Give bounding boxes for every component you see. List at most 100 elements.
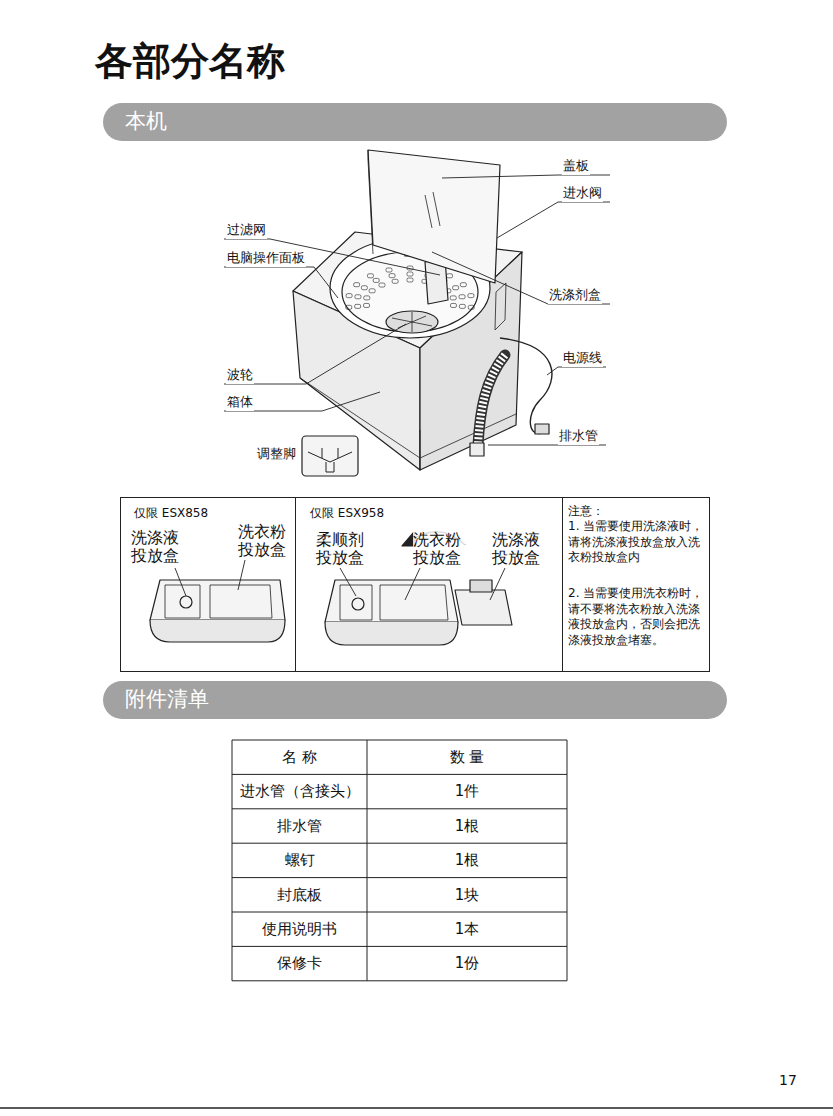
dispenser-compartments-958 xyxy=(340,585,448,620)
tub-hole xyxy=(407,278,413,282)
liquid-box-cap xyxy=(470,580,492,592)
table-cell: 螺钉 xyxy=(232,843,367,877)
section-band: 附件清单 xyxy=(103,681,727,719)
table-cell: 封底板 xyxy=(232,878,367,912)
tub-hole xyxy=(346,305,352,309)
drain-hose xyxy=(478,355,505,445)
foot-inset xyxy=(302,436,358,476)
model-panel: 注意：1. 当需要使用洗涤液时，请将洗涤液投放盒放入洗衣粉投放盒内 2. 当需要使… xyxy=(562,497,710,672)
panel-heading: 注意： xyxy=(568,504,604,520)
cap xyxy=(180,596,192,608)
section-heading: 本机 xyxy=(125,109,167,133)
table-row-line xyxy=(232,912,567,913)
tub-hole xyxy=(450,303,456,307)
tub-hole xyxy=(355,304,361,308)
tub-hole xyxy=(354,283,360,287)
panel-text: 1. 当需要使用洗涤液时，请将洗涤液投放盒放入洗衣粉投放盒内 xyxy=(568,519,704,566)
table-cell: 1根 xyxy=(367,809,567,843)
panel-text: 洗涤液 投放盒 xyxy=(492,531,544,568)
table-cell: 1本 xyxy=(367,912,567,946)
table-cell: 名 称 xyxy=(232,740,367,774)
tub-hole xyxy=(389,274,395,278)
adjust-foot xyxy=(308,448,352,472)
part-name: 箱体 xyxy=(226,393,254,411)
model-panel: 仅限 ESX858 洗涤液 投放盒 洗衣粉 投放盒 xyxy=(120,497,296,672)
part-name: 洗涤剂盒 xyxy=(548,286,602,304)
panel-text: 洗衣粉 投放盒 xyxy=(238,523,290,560)
callout-leaders-958 xyxy=(340,568,505,600)
table-cell: 1件 xyxy=(367,774,567,808)
tub-hole xyxy=(361,286,367,290)
tub-hole xyxy=(459,295,465,299)
table-border xyxy=(232,740,567,981)
model-panel: 仅限 ESX958 柔顺剂 投放盒 洗衣粉 投放盒洗涤液 投放盒 xyxy=(295,497,563,672)
dispenser-front-958 xyxy=(325,622,458,645)
dispenser-tray-958 xyxy=(325,580,458,622)
table-row-line xyxy=(232,843,567,844)
section-band: 本机 xyxy=(103,103,727,141)
panel-text: 2. 当需要使用洗衣粉时，请不要将洗衣粉放入洗涤液投放盒内，否则会把洗涤液投放盒… xyxy=(568,586,704,648)
cap xyxy=(352,598,364,610)
page-rule xyxy=(0,1107,833,1109)
table-row-line xyxy=(232,946,567,947)
tub-hole xyxy=(373,278,379,282)
tub-hole xyxy=(460,283,466,287)
table-cell: 1根 xyxy=(367,843,567,877)
panel-text: 洗涤液 投放盒 xyxy=(131,529,183,566)
part-name: 电脑操作面板 xyxy=(226,249,306,267)
tub-hole xyxy=(407,272,413,276)
page-number: 17 xyxy=(778,1072,798,1088)
part-name: 盖板 xyxy=(562,157,590,175)
panel-heading: 仅限 ESX958 xyxy=(310,506,384,522)
leader-lines xyxy=(224,175,610,445)
tub-hole xyxy=(355,295,361,299)
table-cell: 进水管（含接头） xyxy=(232,774,367,808)
part-name: 波轮 xyxy=(226,366,254,384)
tub-hole xyxy=(447,274,453,278)
tub-hole xyxy=(468,305,474,309)
foot-leader xyxy=(420,430,421,470)
table-cell: 1块 xyxy=(367,878,567,912)
handle-slot xyxy=(495,283,506,330)
tub-hole xyxy=(386,268,392,272)
table-cell: 排水管 xyxy=(232,809,367,843)
dispenser-compartments-858 xyxy=(165,585,272,618)
tub-hole xyxy=(453,286,459,290)
lid-edge xyxy=(368,150,373,254)
tub-hole xyxy=(450,296,456,300)
table-cell: 数 量 xyxy=(367,740,567,774)
table-row-line xyxy=(232,808,567,809)
drain-hose-ribs xyxy=(478,355,505,445)
tub-hole xyxy=(379,283,385,287)
part-name: 进水阀 xyxy=(562,184,603,202)
table-row-line xyxy=(232,877,567,878)
part-name: 电源线 xyxy=(562,349,603,367)
tub-hole xyxy=(367,274,373,278)
tub-hole xyxy=(459,304,465,308)
panel-text: 柔顺剂 投放盒 xyxy=(316,531,368,568)
dispenser-front-858 xyxy=(150,620,285,642)
hose-end xyxy=(470,443,484,456)
callout-leaders-858 xyxy=(175,560,245,596)
impeller xyxy=(386,311,438,333)
table-cell: 1份 xyxy=(367,946,567,980)
tub-hole xyxy=(364,303,370,307)
tub-hole xyxy=(346,294,352,298)
table-row-line xyxy=(232,774,567,775)
part-name: 过滤网 xyxy=(226,221,267,239)
tub-hole xyxy=(369,289,375,293)
lid-glare xyxy=(425,192,440,228)
part-name: 排水管 xyxy=(558,427,599,445)
part-name: 调整脚 xyxy=(256,445,297,463)
tub-hole xyxy=(364,296,370,300)
dispenser-tray-858 xyxy=(150,580,285,620)
table-cell: 保修卡 xyxy=(232,946,367,980)
section-heading: 附件清单 xyxy=(125,687,209,711)
table-col-line xyxy=(367,740,368,981)
table-cell: 使用说明书 xyxy=(232,912,367,946)
tub-hole xyxy=(392,279,398,283)
tub-hole xyxy=(468,294,474,298)
panel-text: 洗衣粉 投放盒 xyxy=(413,531,465,568)
lid xyxy=(368,150,500,283)
panel-heading: 仅限 ESX858 xyxy=(134,506,208,522)
